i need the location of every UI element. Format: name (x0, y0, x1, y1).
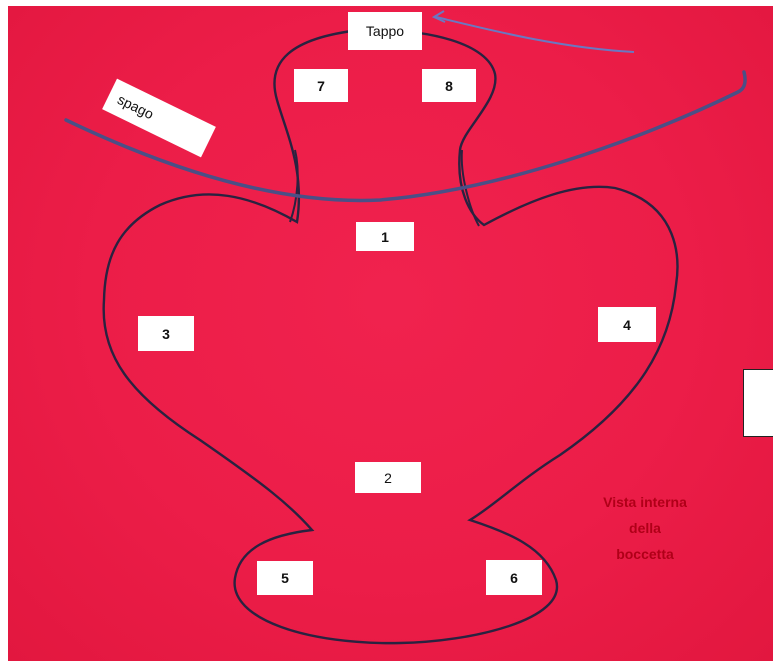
label-3: 3 (138, 316, 194, 351)
arrow-head-icon (431, 10, 446, 23)
label-2: 2 (355, 462, 421, 493)
string-line (64, 70, 747, 203)
arrow-to-tappo (435, 16, 635, 53)
caption-line-2: della (629, 520, 661, 536)
label-8: 8 (422, 69, 476, 102)
caption-line-1: Vista interna (603, 494, 687, 510)
cropped-edge-box (743, 369, 773, 437)
label-tappo: Tappo (348, 12, 422, 50)
label-7: 7 (294, 69, 348, 102)
label-5: 5 (257, 561, 313, 595)
neck-inner-right-line (460, 149, 480, 227)
caption: Vista interna della boccetta (575, 489, 715, 567)
label-6: 6 (486, 560, 542, 595)
neck-inner-left-line (289, 149, 299, 223)
label-4: 4 (598, 307, 656, 342)
label-1: 1 (356, 222, 414, 251)
caption-line-3: boccetta (616, 546, 674, 562)
bottle-outline (102, 28, 679, 645)
